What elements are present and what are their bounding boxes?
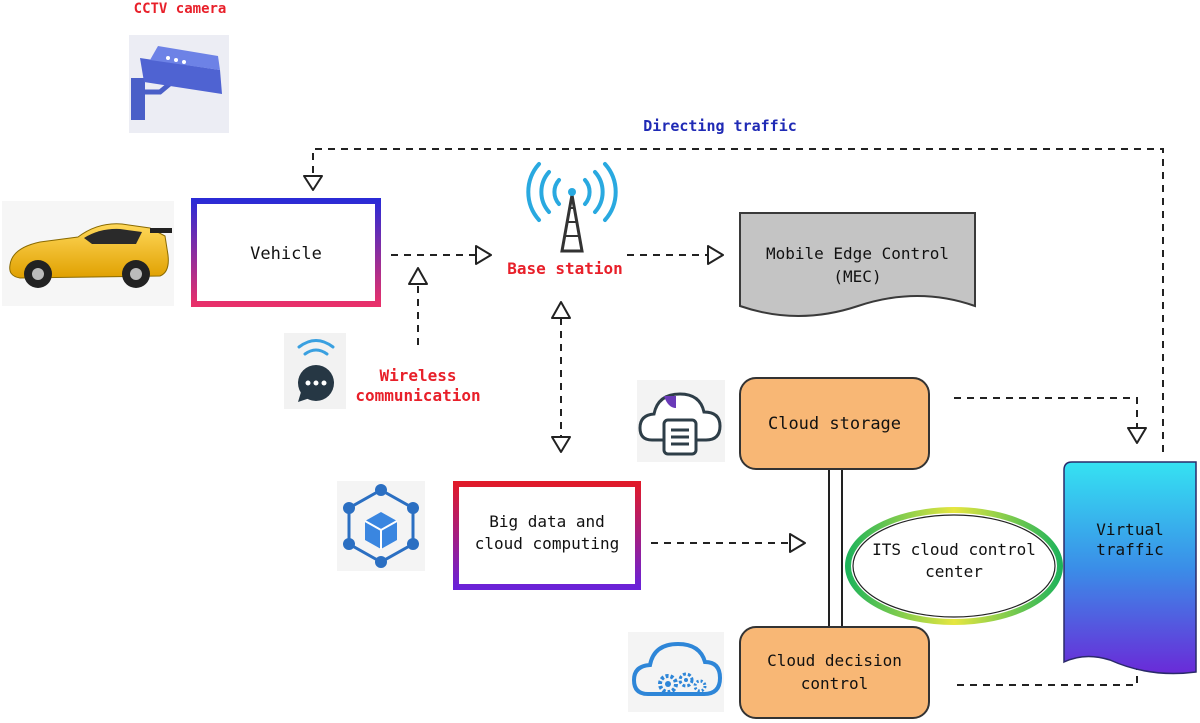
antenna-tower-icon — [526, 162, 618, 253]
its-label-line2: center — [925, 562, 983, 581]
arrow-head-vehicle — [303, 175, 323, 191]
vehicle-box — [191, 198, 381, 307]
cloud-storage-box — [739, 377, 930, 470]
arrow-head-wireless-up — [408, 267, 428, 285]
arrow-head-bigdata-down — [551, 436, 571, 453]
arrow-head-its — [789, 533, 806, 553]
wireless-chat-icon — [284, 333, 346, 409]
directing-traffic-label: Directing traffic — [643, 117, 797, 135]
car-icon — [2, 201, 174, 306]
decision-label-line1: Cloud decision — [767, 651, 902, 670]
mec-label-line1: Mobile Edge Control — [765, 244, 950, 263]
vehicle-label: Vehicle — [250, 244, 322, 264]
arrow-head-base-station — [475, 245, 492, 265]
blockchain-cube-icon — [337, 481, 425, 571]
base-station-label: Base station — [507, 259, 623, 278]
wireless-communication-label: Wireless communication — [338, 366, 498, 406]
mec-label: Mobile Edge Control (MEC) — [740, 244, 975, 287]
big-data-box — [453, 481, 641, 590]
storage-to-virtual-path — [954, 397, 1138, 428]
cloud-decision-box — [739, 626, 930, 719]
its-ellipse — [845, 507, 1063, 625]
decision-label-line2: control — [800, 674, 869, 693]
decision-to-virtual-path — [957, 657, 1138, 686]
mec-label-line2: (MEC) — [833, 267, 882, 286]
virtual-traffic-shape — [1063, 461, 1197, 675]
cctv-camera-label: CCTV camera — [133, 1, 227, 17]
cctv-camera-icon — [129, 35, 229, 133]
wireless-label-line2: communication — [355, 386, 481, 405]
virtual-traffic-label: Virtual traffic — [1064, 520, 1196, 560]
cloud-decision-label: Cloud decision control — [740, 651, 929, 694]
cloud-gears-icon — [628, 632, 724, 712]
arrow-head-mec — [707, 245, 724, 265]
arrow-head-virtual-top — [1127, 427, 1147, 444]
arrow-head-base-up — [551, 301, 571, 319]
directing-traffic-path — [312, 148, 1164, 452]
cloud-document-icon — [637, 380, 725, 462]
its-label: ITS cloud control center — [858, 540, 1050, 582]
big-data-label: Big data and cloud computing — [456, 512, 638, 554]
cloud-storage-label: Cloud storage — [767, 414, 902, 434]
storage-decision-link — [828, 470, 843, 627]
virtual-label-line2: traffic — [1096, 540, 1164, 559]
wireless-label-line1: Wireless — [379, 366, 457, 385]
big-data-label-line2: cloud computing — [474, 534, 620, 553]
mec-shape — [739, 212, 976, 317]
virtual-label-line1: Virtual — [1096, 520, 1164, 539]
big-data-label-line1: Big data and — [489, 512, 605, 531]
its-label-line1: ITS cloud control — [872, 540, 1036, 559]
